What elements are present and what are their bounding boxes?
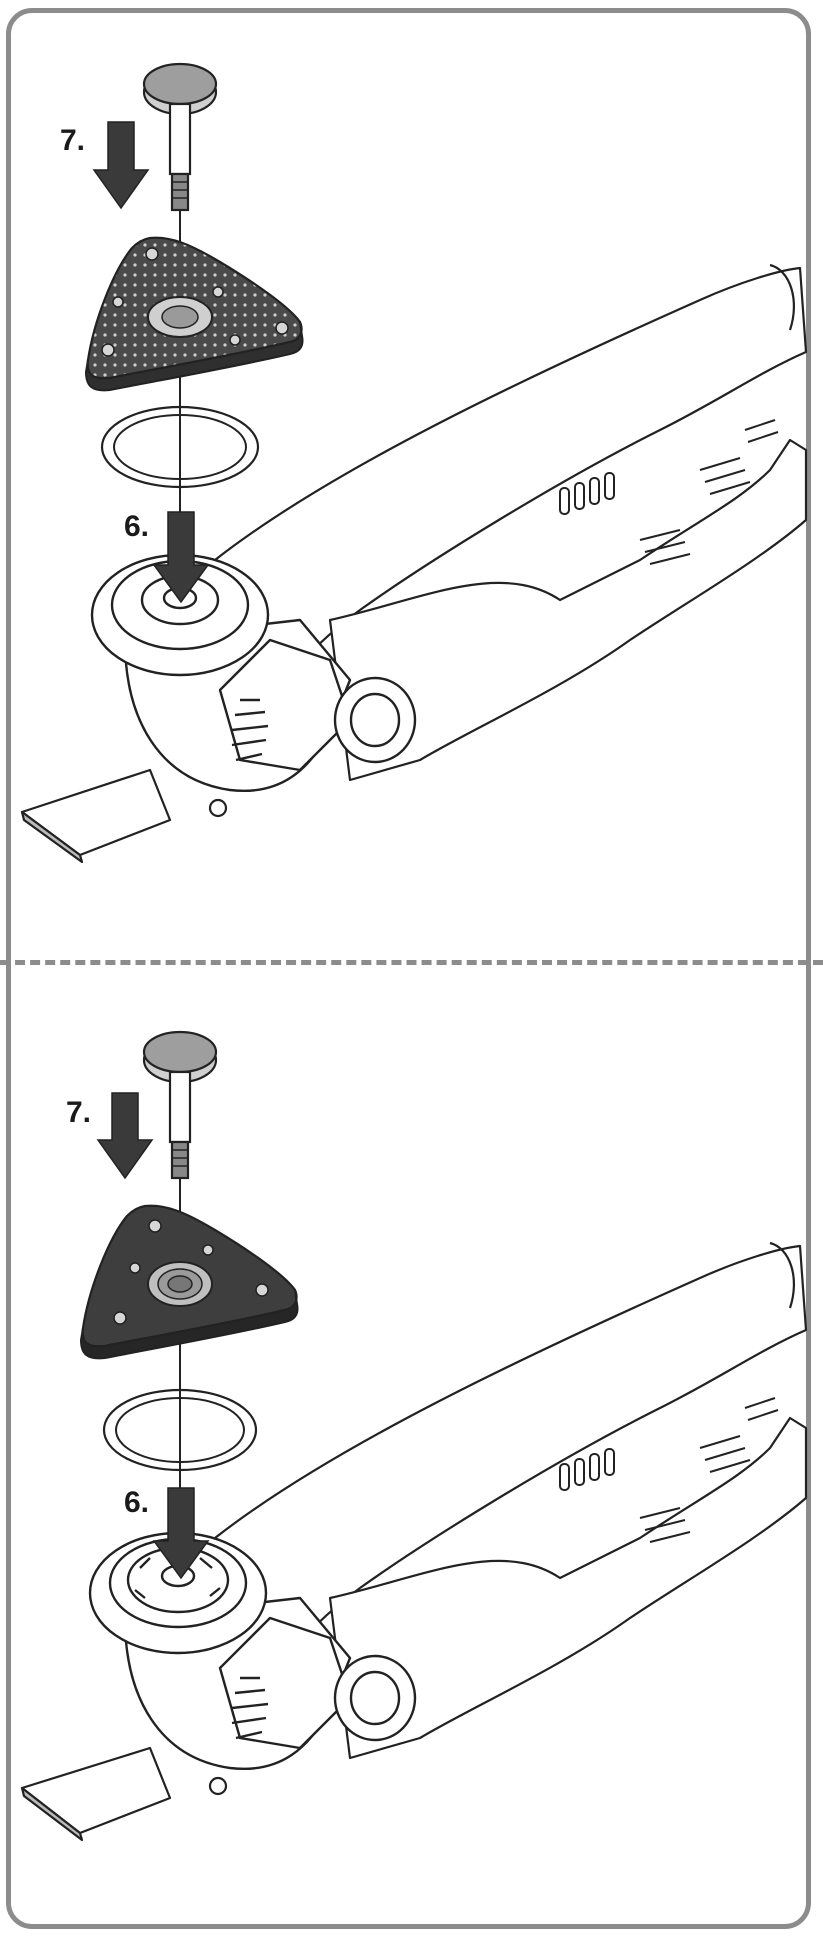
fixing-screw	[144, 64, 216, 210]
base-attachment	[22, 770, 226, 862]
assembly-illustration-top	[0, 0, 823, 968]
step-seven-label: 7.	[66, 1096, 91, 1130]
panel-bottom: 7. 6.	[0, 968, 823, 1936]
step-six-label: 6.	[124, 1486, 149, 1520]
panel-top: 7. 6.	[0, 0, 823, 968]
arrow-step-seven	[94, 122, 148, 208]
sanding-pad-solid	[81, 1206, 298, 1359]
base-attachment	[22, 1748, 226, 1840]
sanding-pad-perforated	[86, 238, 303, 391]
step-seven-label: 7.	[60, 124, 85, 158]
fixing-screw	[144, 1032, 216, 1178]
step-six-label: 6.	[124, 510, 149, 544]
assembly-illustration-bottom	[0, 968, 823, 1936]
arrow-step-seven	[98, 1093, 152, 1178]
